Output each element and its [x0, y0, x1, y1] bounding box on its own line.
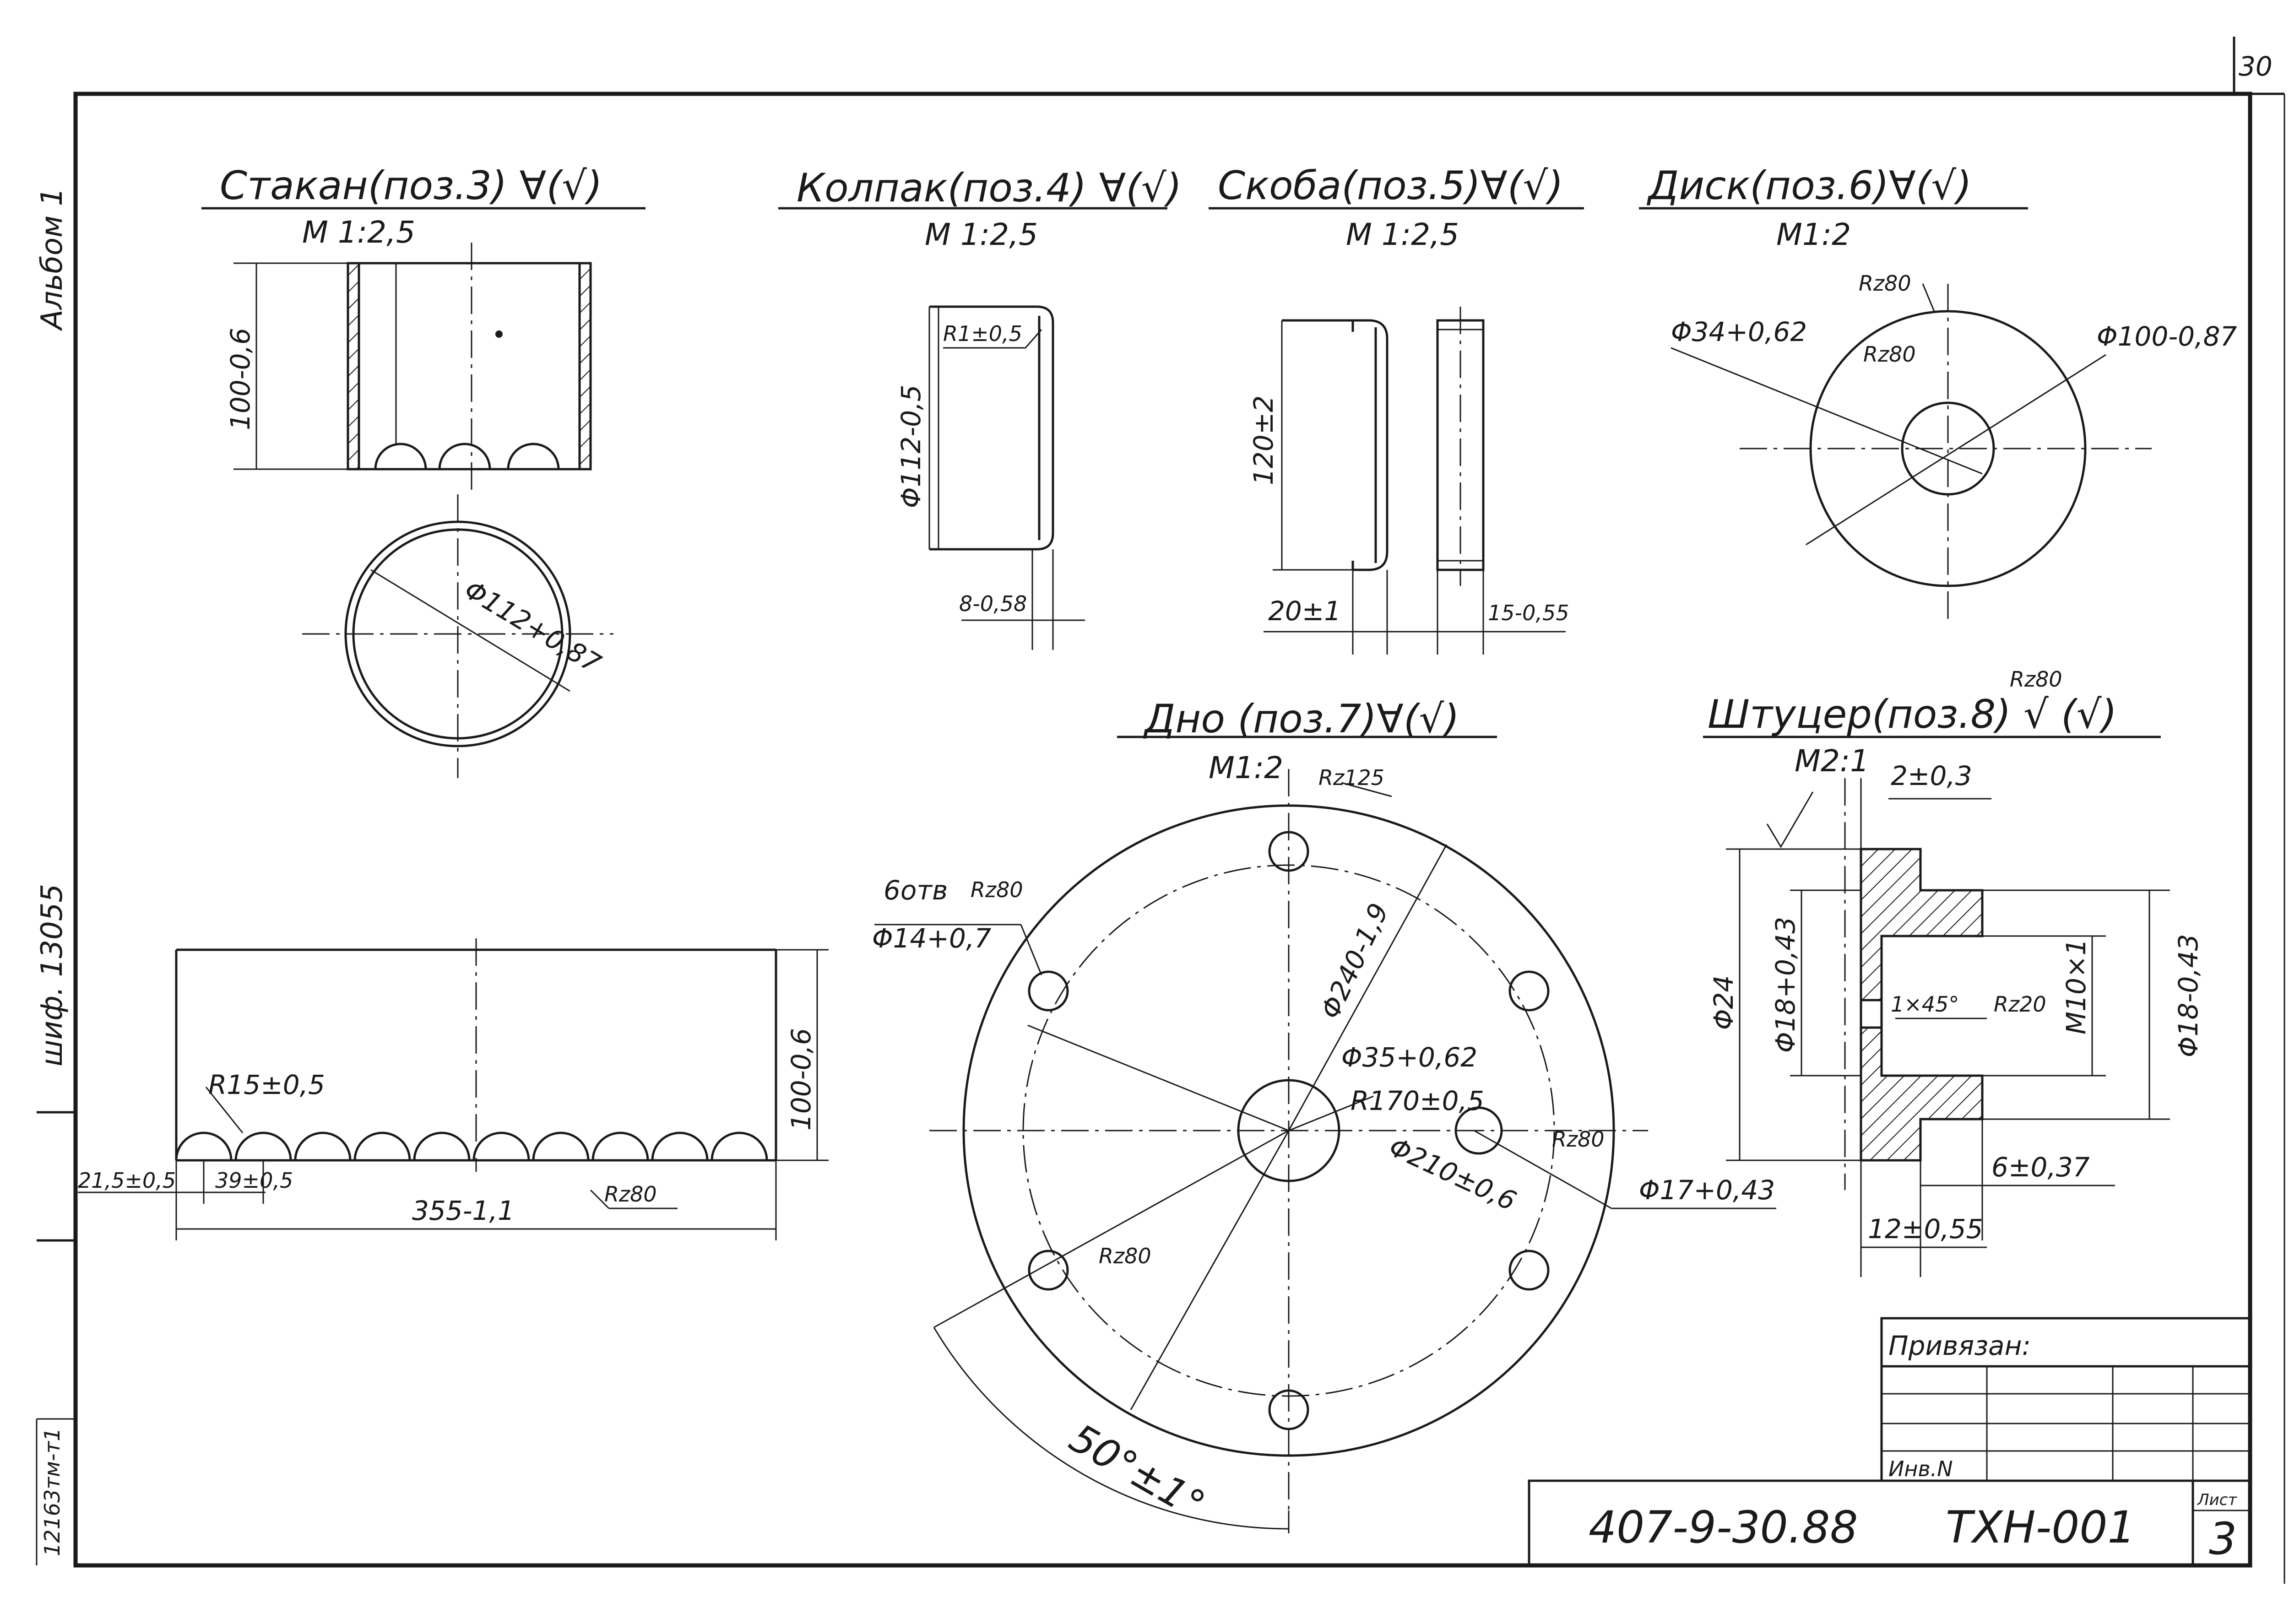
dno-rough-edge: Rz125 [1318, 765, 1384, 790]
shtutser-dim-rough: Rz20 [1994, 992, 2046, 1017]
stakan-view [201, 207, 645, 778]
dno-holes-count: 6отв [884, 875, 948, 906]
skoba-dim-flange: 20±1 [1268, 595, 1341, 627]
sheet-code: ТХН-001 [1946, 1502, 2135, 1553]
stakan-development [78, 938, 829, 1240]
shtutser-dim-thread: М10×1 [2061, 939, 2092, 1034]
shtutser-dim-shank: Φ18-0,43 [2173, 934, 2204, 1057]
title-block [1528, 1317, 2251, 1567]
attached-label: Привязан: [1888, 1330, 2031, 1361]
skoba-scale: М 1:2,5 [1346, 217, 1459, 252]
stakan-dim-dia: Φ112+0,87 [459, 574, 606, 679]
skoba-dim-height: 120±2 [1248, 395, 1279, 485]
document-code: 407-9-30.88 [1589, 1502, 1858, 1553]
stakan-scale: М 1:2,5 [302, 215, 415, 250]
dev-rough: Rz80 [604, 1182, 657, 1207]
dev-dim-pitch: 39±0,5 [215, 1168, 293, 1193]
dno-holes-rough: Rz80 [971, 877, 1023, 902]
disk-dim-inner: Φ34+0,62 [1671, 316, 1807, 347]
disk-scale: М1:2 [1776, 217, 1851, 252]
shtutser-dim-total: 12±0,55 [1868, 1213, 1983, 1245]
archive-code: шиф. 13055 [35, 884, 69, 1066]
dev-dim-radius: R15±0,5 [208, 1069, 325, 1100]
shtutser-dim-chamfer: 1×45° [1891, 992, 1959, 1017]
dno-holes-dia: Φ14+0,7 [872, 923, 991, 954]
kolpak-title: Колпак(поз.4) ∀(√) [797, 165, 1182, 211]
sheet-frame [36, 37, 2285, 1584]
inventory-label: Инв.N [1888, 1456, 1953, 1481]
disk-view [1639, 207, 2152, 623]
album-label: Альбом 1 [35, 188, 69, 331]
kolpak-dim-depth: 8-0,58 [959, 591, 1027, 616]
stakan-dim-height: 100-0,6 [225, 328, 256, 430]
inventory-code: 12163тм-т1 [40, 1428, 65, 1557]
skoba-dim-width: 15-0,55 [1488, 601, 1569, 625]
shtutser-title-symbol: √ (√) [2023, 692, 2117, 737]
dno-bottom-rough: Rz80 [1099, 1244, 1151, 1268]
disk-dim-outer: Φ100-0,87 [2097, 321, 2237, 352]
shtutser-dim-outer: Φ24 [1708, 975, 1739, 1030]
shtutser-dim-shank-len: 6±0,37 [1991, 1152, 2090, 1183]
dno-view [874, 736, 1776, 1533]
dno-title: Дно (поз.7)∀(√) [1143, 696, 1459, 742]
shtutser-scale: М2:1 [1795, 743, 1869, 779]
disk-rough-inner: Rz80 [1863, 342, 1916, 367]
kolpak-dim-dia: Φ112-0,5 [895, 384, 927, 508]
dno-dim-pcd: Φ210±0,6 [1384, 1131, 1521, 1217]
stakan-title: Стакан(поз.3) ∀(√) [220, 163, 602, 209]
page-number: 30 [2239, 51, 2273, 82]
skoba-view [1209, 207, 1584, 655]
shtutser-dim-bore: Φ18+0,43 [1770, 917, 1801, 1053]
dev-dim-height: 100-0,6 [786, 1028, 817, 1131]
dno-scale: М1:2 [1209, 750, 1283, 785]
kolpak-dim-radius: R1±0,5 [943, 321, 1022, 346]
dev-dim-length: 355-1,1 [412, 1195, 515, 1226]
sheet-number: 3 [2209, 1513, 2237, 1564]
skoba-title: Скоба(поз.5)∀(√) [1218, 163, 1563, 209]
kolpak-scale: М 1:2,5 [925, 217, 1038, 252]
sheet-label: Лист [2197, 1491, 2237, 1509]
disk-title: Диск(поз.6)∀(√) [1646, 163, 1972, 209]
kolpak-view [778, 207, 1167, 650]
shtutser-title-rough: Rz80 [2010, 667, 2062, 692]
dno-dim-r170: R170±0,5 [1351, 1085, 1484, 1116]
dno-dim-center: Φ35+0,62 [1341, 1042, 1477, 1073]
dno-dim-side-hole: Φ17+0,43 [1639, 1175, 1775, 1206]
dno-side-rough: Rz80 [1552, 1127, 1605, 1152]
shtutser-view [1703, 736, 2170, 1277]
shtutser-dim-step: 2±0,3 [1891, 760, 1972, 791]
dev-dim-start: 21,5±0,5 [78, 1168, 176, 1193]
disk-rough-outer: Rz80 [1859, 271, 1911, 296]
dno-dim-angle: 50°±1° [1062, 1415, 1213, 1529]
shtutser-title: Штуцер(поз.8) [1708, 692, 2011, 737]
